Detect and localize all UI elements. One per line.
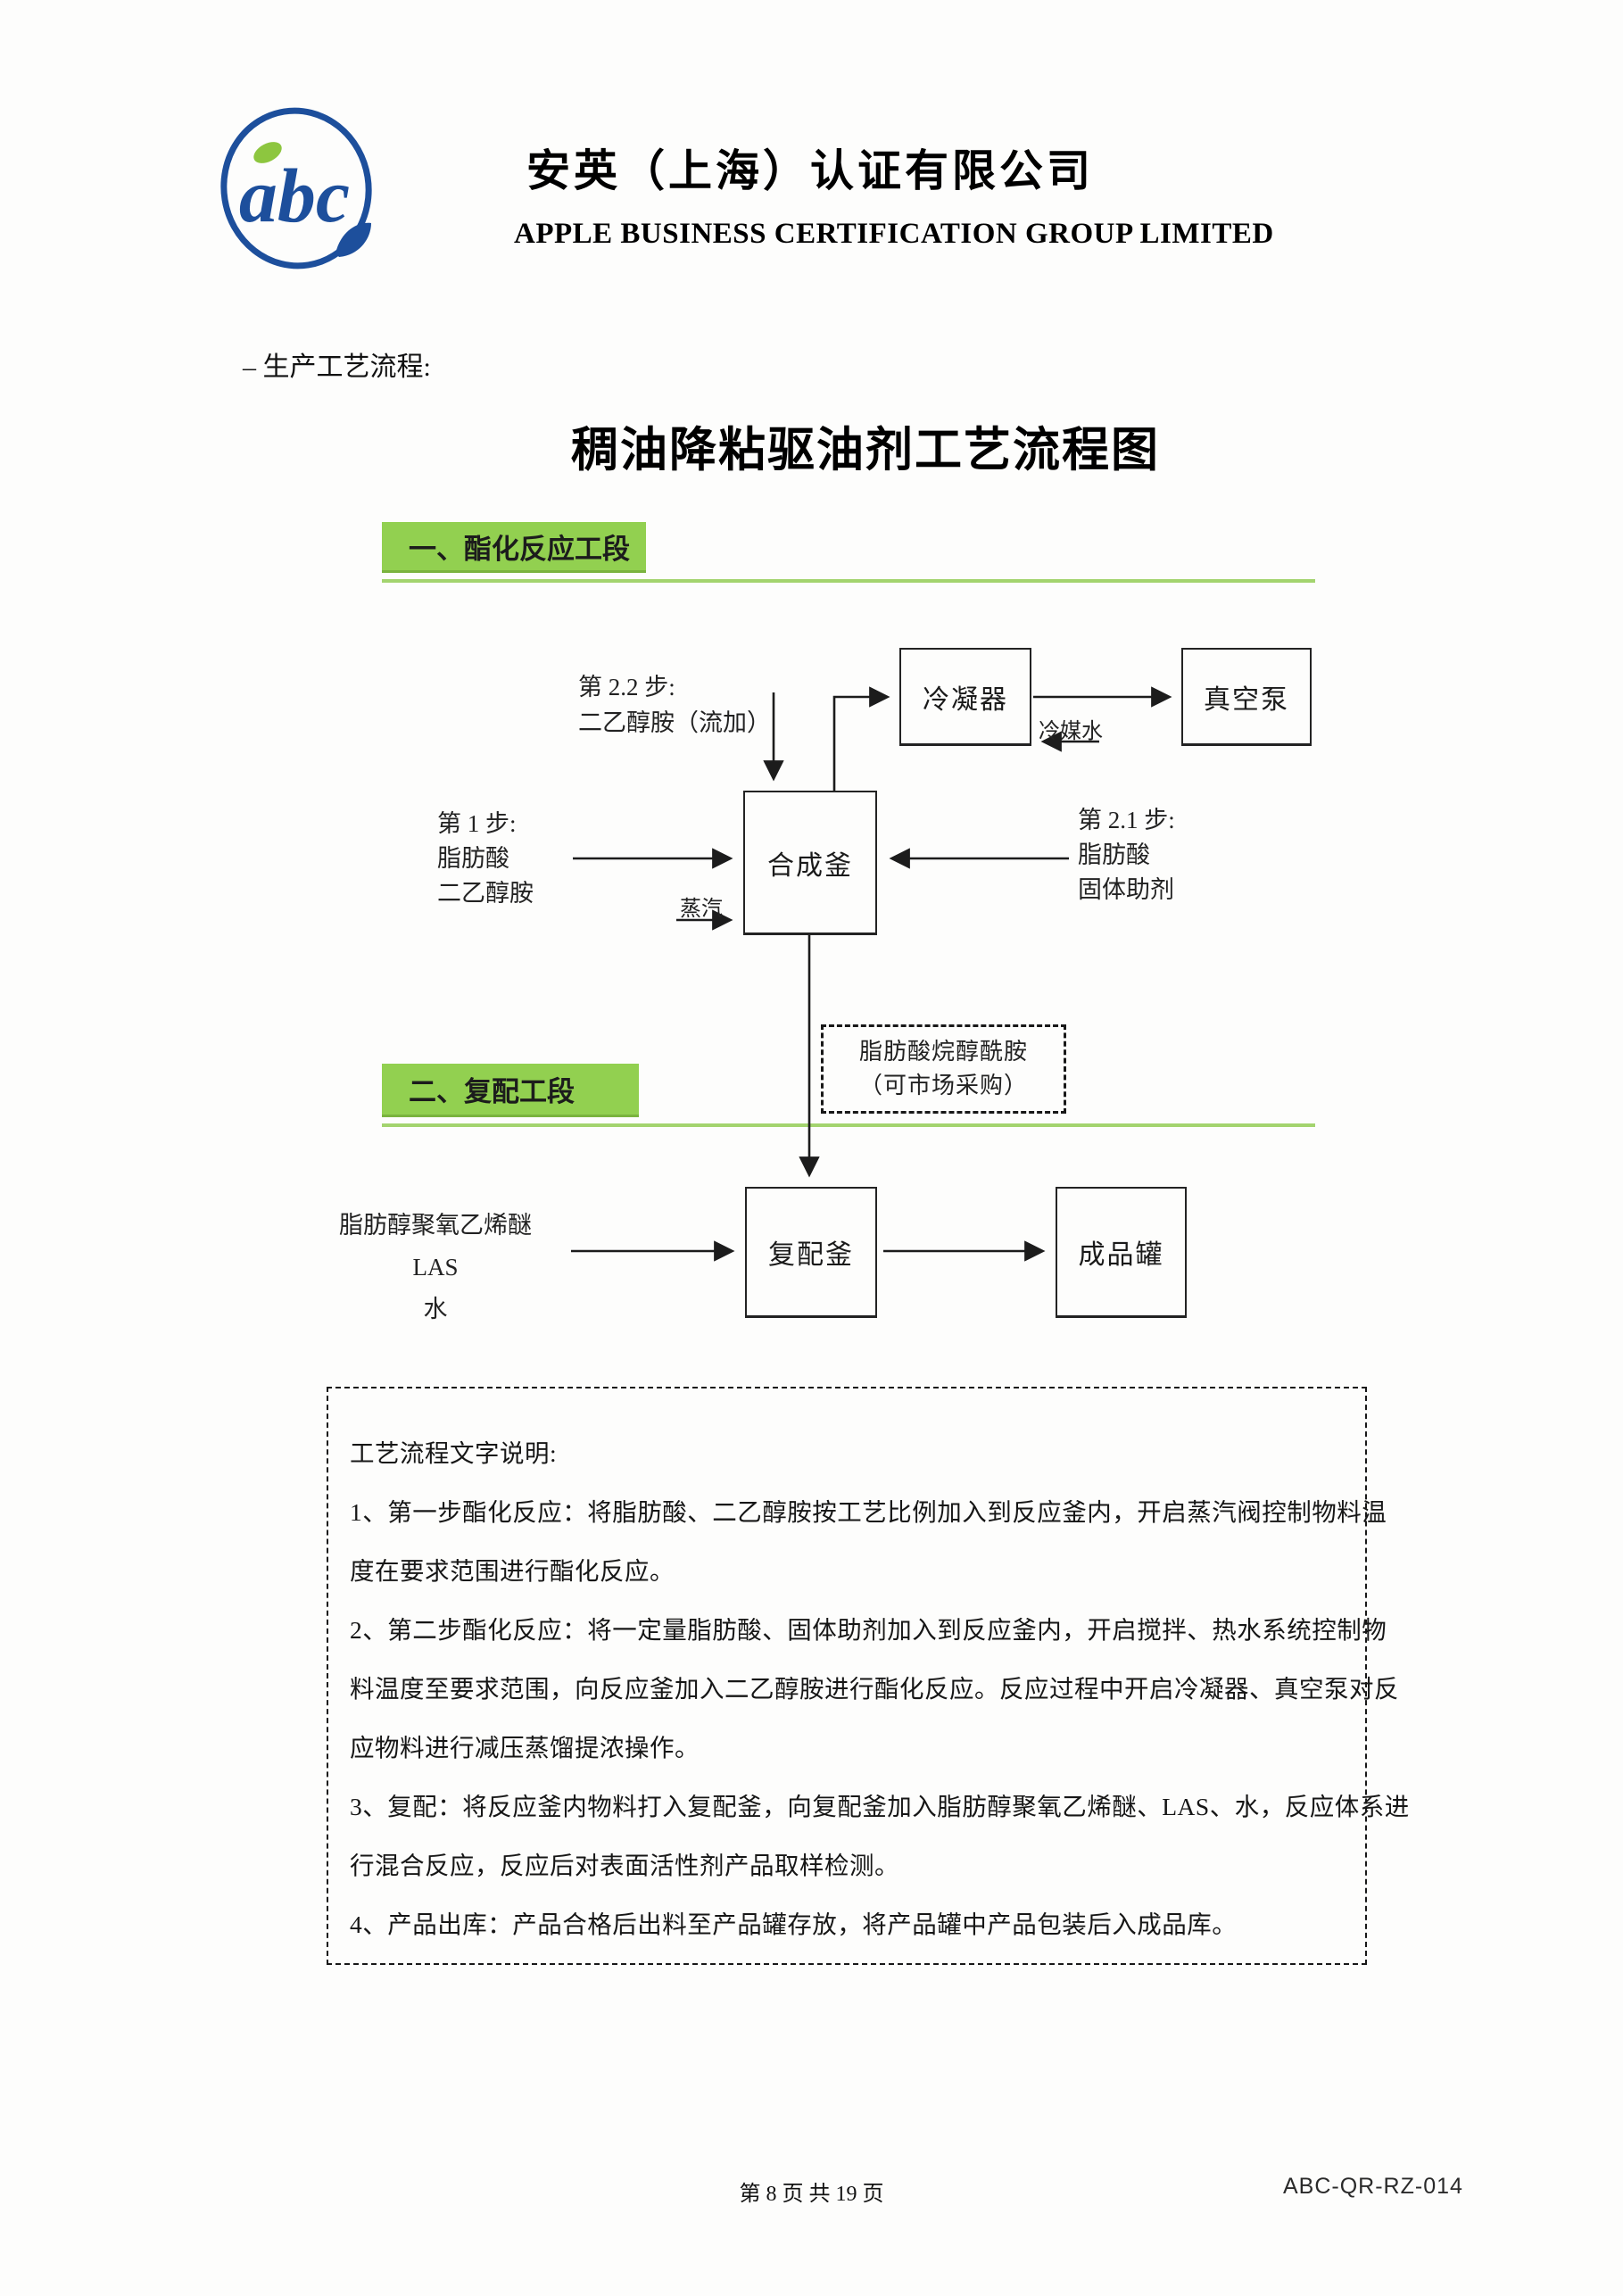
compound-materials-label: 脂肪醇聚氧乙烯醚 LAS 水: [328, 1205, 542, 1330]
step-2-1-material-1: 脂肪酸: [1078, 841, 1150, 868]
section1-bar: 一、酯化反应工段: [382, 522, 646, 573]
page-number: 第 8 页 共 19 页: [739, 2183, 884, 2206]
section2-underline: [382, 1123, 1315, 1127]
blue-leaf-icon: [335, 222, 371, 257]
process-flow-heading: – 生产工艺流程:: [243, 352, 431, 382]
material-las: LAS: [412, 1254, 459, 1281]
vacuum-pump-box: 真空泵: [1181, 648, 1312, 746]
synthesis-kettle-box: 合成釜: [743, 791, 877, 935]
diagram-title: 稠油降粘驱油剂工艺流程图: [571, 425, 1160, 477]
purchased-material-box: 脂肪酸烷醇酰胺 （可市场采购）: [821, 1024, 1066, 1114]
step-1-material-2: 二乙醇胺: [437, 880, 534, 907]
step-1-material-1: 脂肪酸: [437, 845, 509, 872]
step-2-1-label: 第 2.1 步: 脂肪酸 固体助剂: [1078, 803, 1175, 908]
step-2-2-material: 二乙醇胺（流加）: [578, 709, 771, 736]
step-2-2-label: 第 2.2 步: 二乙醇胺（流加）: [578, 669, 771, 741]
logo-abc-text: abc: [239, 153, 350, 238]
purchased-material-note: （可市场采购）: [858, 1073, 1028, 1098]
notes-line-6: 3、复配：将反应釜内物料打入复配釜，向复配釜加入脂肪醇聚氧乙烯醚、LAS、水，反…: [350, 1793, 1410, 1820]
step-2-1-material-2: 固体助剂: [1078, 876, 1174, 903]
notes-line-8: 4、产品出库：产品合格后出料至产品罐存放，将产品罐中产品包装后入成品库。: [350, 1911, 1238, 1938]
notes-line-1: 1、第一步酯化反应：将脂肪酸、二乙醇胺按工艺比例加入到反应釜内，开启蒸汽阀控制物…: [350, 1498, 1387, 1526]
notes-line-4: 料温度至要求范围，向反应釜加入二乙醇胺进行酯化反应。反应过程中开启冷凝器、真空泵…: [350, 1675, 1399, 1703]
notes-line-2: 度在要求范围进行酯化反应。: [350, 1557, 675, 1585]
step-2-1-title: 第 2.1 步:: [1078, 807, 1175, 833]
notes-line-5: 应物料进行减压蒸馏提浓操作。: [350, 1734, 700, 1761]
compound-kettle-box: 复配釜: [745, 1187, 877, 1318]
notes-heading: 工艺流程文字说明:: [350, 1439, 558, 1467]
material-fatty-alcohol: 脂肪醇聚氧乙烯醚: [339, 1212, 532, 1239]
purchased-material-name: 脂肪酸烷醇酰胺: [858, 1039, 1028, 1065]
step-2-2-title: 第 2.2 步:: [578, 674, 675, 700]
material-water: 水: [423, 1296, 448, 1322]
company-logo: abc: [220, 107, 372, 269]
notes-line-3: 2、第二步酯化反应：将一定量脂肪酸、固体助剂加入到反应釜内，开启搅拌、热水系统控…: [350, 1616, 1387, 1644]
company-name-en: APPLE BUSINESS CERTIFICATION GROUP LIMIT…: [514, 218, 1274, 250]
condenser-box: 冷凝器: [899, 648, 1031, 746]
section1-underline: [382, 579, 1315, 583]
coolant-water-label: 冷媒水: [1039, 720, 1103, 743]
leaf-icon: [253, 142, 282, 163]
product-tank-box: 成品罐: [1056, 1187, 1187, 1318]
step-1-label: 第 1 步: 脂肪酸 二乙醇胺: [437, 807, 534, 911]
steam-label: 蒸汽: [680, 898, 723, 921]
step-1-title: 第 1 步:: [437, 810, 517, 837]
company-name-cn: 安英（上海）认证有限公司: [526, 146, 1095, 195]
notes-line-7: 行混合反应，反应后对表面活性剂产品取样检测。: [350, 1852, 899, 1879]
process-notes-box: 工艺流程文字说明: 1、第一步酯化反应：将脂肪酸、二乙醇胺按工艺比例加入到反应釜…: [327, 1387, 1410, 1965]
section2-bar: 二、复配工段: [382, 1064, 639, 1117]
document-code: ABC-QR-RZ-014: [1283, 2174, 1463, 2199]
